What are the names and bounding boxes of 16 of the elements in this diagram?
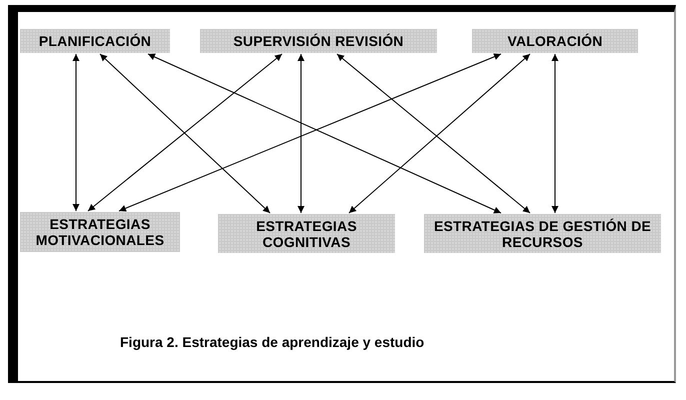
strategy-box	[218, 214, 395, 253]
box-label: PLANIFICACIÓN	[38, 33, 152, 49]
arrow	[552, 54, 558, 214]
box-label: ESTRATEGIAS DE GESTIÓN DE RECURSOS	[432, 218, 652, 250]
strategy-box	[200, 29, 437, 53]
box-label: SUPERVISIÓN REVISIÓN	[233, 33, 404, 49]
box-label: ESTRATEGIAS MOTIVACIONALES	[34, 216, 166, 248]
strategy-box	[20, 212, 180, 252]
strategy-box	[472, 29, 638, 53]
box-label: VALORACIÓN	[507, 33, 603, 49]
strategy-box	[424, 214, 661, 253]
arrow	[72, 54, 80, 212]
arrow	[298, 54, 304, 214]
box-label: ESTRATEGIAS COGNITIVAS	[255, 218, 358, 250]
figure-caption: Figura 2. Estrategias de aprendizaje y estudio	[120, 334, 424, 350]
strategy-box	[20, 29, 170, 53]
